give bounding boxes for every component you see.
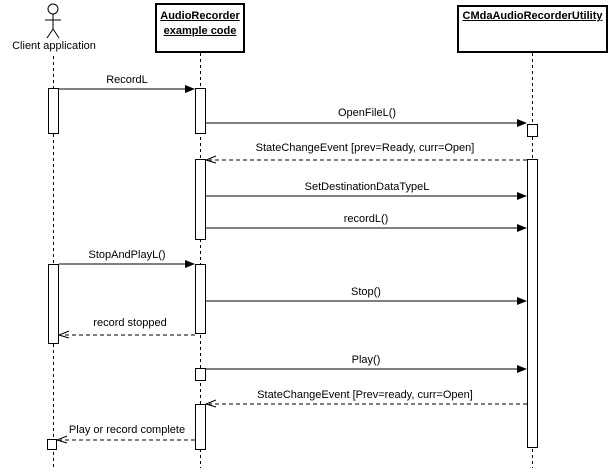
message-label: record stopped — [93, 317, 167, 329]
message-label: StopAndPlayL() — [88, 249, 166, 261]
message-label: StateChangeEvent [prev=Ready, curr=Open] — [255, 142, 475, 154]
participant-title: CMdaAudioRecorderUtility — [462, 10, 603, 22]
activation-recorder-3 — [195, 264, 206, 334]
activation-utility-main — [527, 159, 538, 448]
participant-box-audiorecorder: AudioRecorder example code — [155, 3, 245, 53]
message-label: RecordL — [106, 74, 148, 86]
activation-recorder-small — [195, 368, 206, 381]
actor-leg-left — [46, 28, 54, 39]
actor-leg-right — [52, 28, 60, 39]
message-label: recordL() — [343, 213, 389, 225]
actor-head — [47, 3, 59, 15]
message-label: Play() — [351, 354, 381, 366]
participant-box-utility: CMdaAudioRecorderUtility — [457, 5, 608, 53]
message-label: Play or record complete — [68, 424, 186, 436]
message-label: SetDestinationDataTypeL — [304, 181, 430, 193]
activation-client-1 — [48, 88, 59, 134]
activation-client-2 — [48, 264, 59, 344]
activation-recorder-1 — [195, 88, 206, 134]
message-label: Stop() — [351, 286, 381, 298]
message-label: OpenFileL() — [337, 107, 397, 119]
activation-client-small — [47, 439, 57, 450]
activation-recorder-2 — [195, 159, 206, 240]
participant-title-line1: AudioRecorder — [160, 10, 240, 22]
actor-icon — [45, 3, 61, 39]
activation-utility-small — [527, 124, 538, 137]
message-label: StateChangeEvent [Prev=ready, curr=Open] — [257, 389, 473, 401]
participant-title-line2: example code — [163, 25, 237, 37]
activation-recorder-4 — [195, 404, 206, 450]
actor-label: Client application — [12, 40, 96, 52]
